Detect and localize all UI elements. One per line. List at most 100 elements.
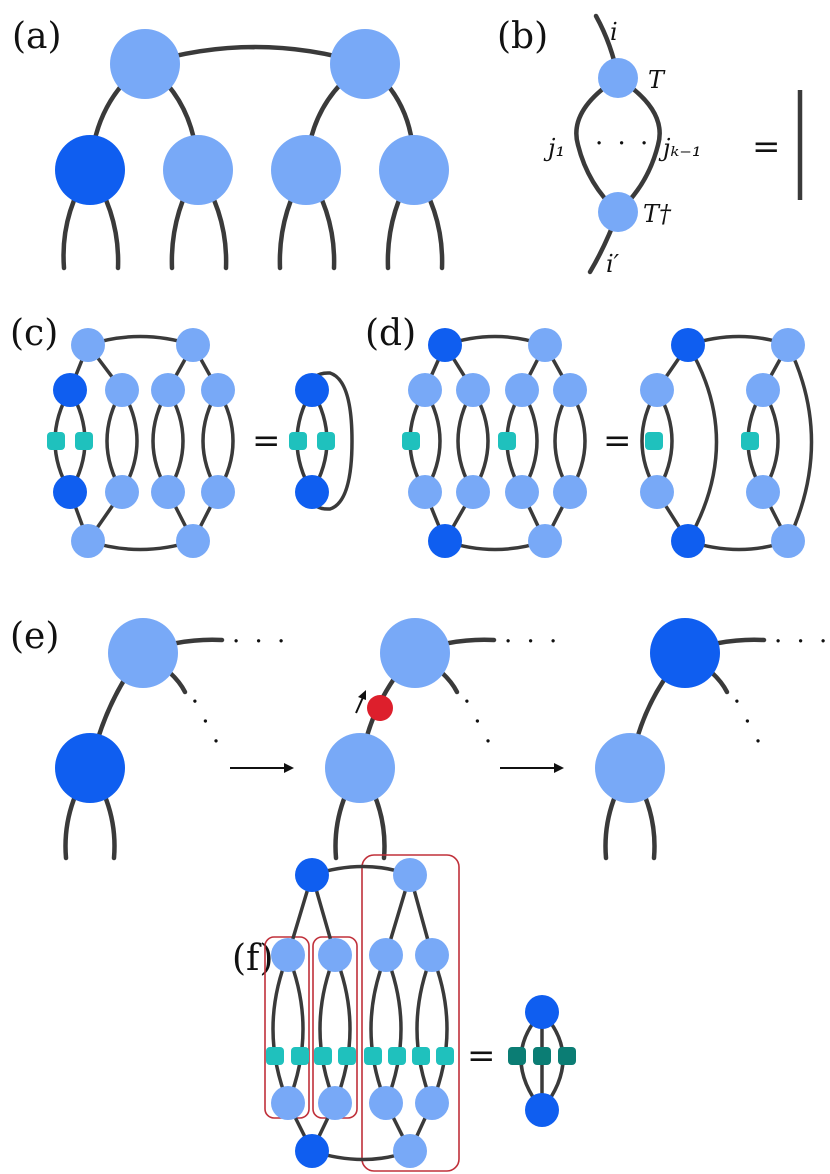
tensor-node-dark	[428, 524, 462, 558]
tensor-node	[105, 475, 139, 509]
edge	[384, 953, 403, 1105]
tensor-node	[393, 858, 427, 892]
edge	[415, 953, 434, 1105]
grouping-box	[361, 854, 460, 1172]
edge	[686, 343, 719, 543]
tensor-node	[201, 373, 235, 407]
tensor-node	[746, 475, 780, 509]
panel-e-label: (e)	[10, 616, 59, 657]
tensor-node	[105, 373, 139, 407]
edge	[430, 953, 449, 1105]
operator-square	[314, 1047, 332, 1065]
tensor-node	[553, 475, 587, 509]
operator-square	[498, 432, 516, 450]
operator-square	[402, 432, 420, 450]
edge	[286, 953, 305, 1105]
operator-square-dark	[533, 1047, 551, 1065]
tensor-node-T	[598, 58, 638, 98]
tensor-node	[71, 328, 105, 362]
tensor-node	[271, 938, 305, 972]
equals-sign: =	[603, 421, 632, 461]
tensor-node-dark	[295, 1134, 329, 1168]
tensor-node	[369, 938, 403, 972]
ellipsis: · · ·	[504, 627, 560, 657]
panel-b: (b) i T j₁ · · · jₖ₋₁ = T† i′	[497, 13, 803, 278]
tensor-node-dark	[295, 858, 329, 892]
tensor-node	[151, 373, 185, 407]
index-i-label: i	[610, 18, 618, 46]
tensor-node	[595, 733, 665, 803]
tensor-node-dark	[650, 618, 720, 688]
operator-square	[388, 1047, 406, 1065]
operator-square	[645, 432, 663, 450]
tensor-node	[330, 29, 400, 99]
operator-square-dark	[508, 1047, 526, 1065]
arrow-head	[554, 763, 564, 773]
operator-square	[289, 432, 307, 450]
panel-a-label: (a)	[12, 16, 62, 57]
tensor-node-dark	[53, 373, 87, 407]
tensor-node	[415, 1086, 449, 1120]
tensor-node	[640, 475, 674, 509]
tensor-T-dagger-label: T†	[643, 200, 672, 228]
edge	[318, 953, 337, 1105]
tensor-node	[176, 524, 210, 558]
tensor-node	[771, 524, 805, 558]
tensor-node	[415, 938, 449, 972]
operator-square-dark	[558, 1047, 576, 1065]
ellipsis: · · ·	[451, 691, 504, 755]
tensor-node	[110, 29, 180, 99]
panel-f-label: (f)	[232, 938, 273, 979]
tensor-node-dark	[525, 1093, 559, 1127]
ellipsis: · · ·	[232, 627, 288, 657]
tensor-node-dark	[671, 524, 705, 558]
tensor-node	[379, 135, 449, 205]
tensor-node	[771, 328, 805, 362]
panel-f: (f)	[232, 854, 576, 1172]
index-j1-label: j₁	[543, 134, 565, 162]
tensor-node	[553, 373, 587, 407]
tensor-node-dark	[295, 373, 329, 407]
tensor-node	[369, 1086, 403, 1120]
operator-square	[75, 432, 93, 450]
tensor-node	[108, 618, 178, 688]
ellipsis: · · ·	[721, 691, 774, 755]
tensor-node-dark	[525, 995, 559, 1029]
tensor-node	[318, 1086, 352, 1120]
tensor-node	[640, 373, 674, 407]
tensor-node-dark	[428, 328, 462, 362]
panel-c-label: (c)	[10, 313, 58, 354]
tensor-node-dark	[55, 733, 125, 803]
operator-square	[741, 432, 759, 450]
tensor-T-label: T	[648, 66, 666, 94]
operator-square	[291, 1047, 309, 1065]
edge	[786, 343, 814, 543]
edge	[310, 371, 354, 511]
tensor-node	[528, 328, 562, 362]
operator-square	[364, 1047, 382, 1065]
tensor-node	[408, 373, 442, 407]
index-i-prime-label: i′	[606, 250, 620, 278]
equals-sign: =	[752, 127, 781, 167]
panel-b-label: (b)	[497, 16, 548, 57]
tensor-node	[393, 1134, 427, 1168]
tensor-node	[271, 1086, 305, 1120]
equals-sign: =	[467, 1036, 496, 1076]
operator-square	[436, 1047, 454, 1065]
panel-d: (d) =	[365, 313, 814, 558]
tensor-node	[380, 618, 450, 688]
edge	[615, 75, 662, 215]
tensor-node	[505, 475, 539, 509]
tensor-node-T-dagger	[598, 192, 638, 232]
tensor-node	[318, 938, 352, 972]
edge	[333, 953, 352, 1105]
operator-square	[412, 1047, 430, 1065]
index-jk-1-label: jₖ₋₁	[658, 134, 701, 162]
panel-e: (e) · · · · · · · · · · · · · · ·	[10, 616, 827, 861]
tensor-node-dark	[55, 135, 125, 205]
tensor-node	[71, 524, 105, 558]
tensor-node	[528, 524, 562, 558]
tensor-node	[271, 135, 341, 205]
tensor-node	[151, 475, 185, 509]
